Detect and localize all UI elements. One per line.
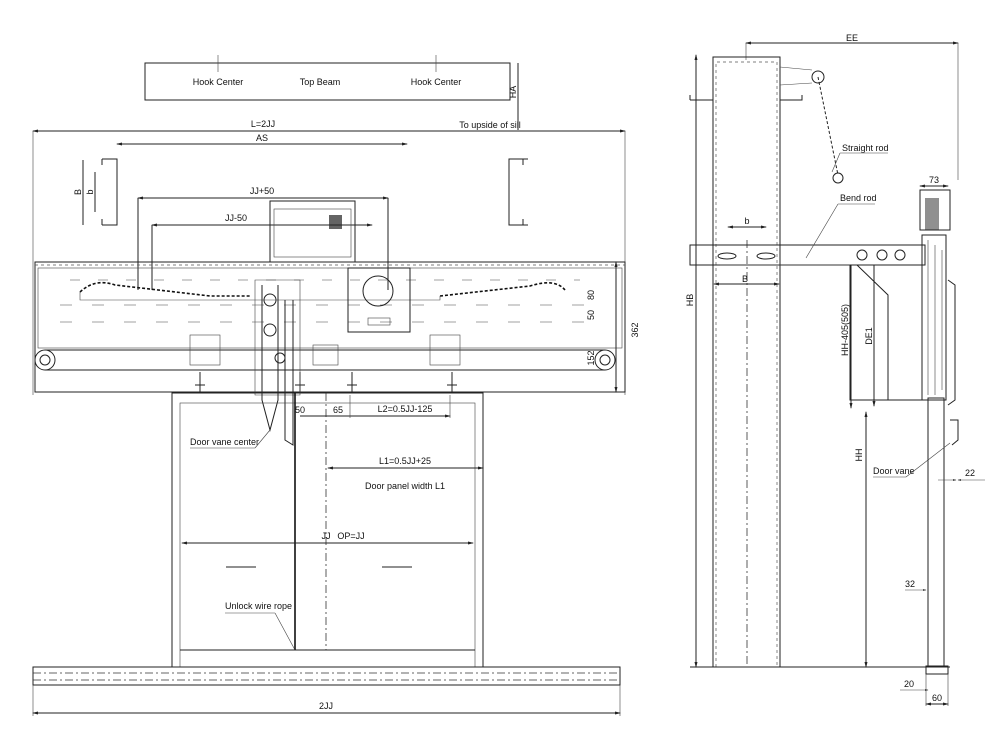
hook-center-right-label: Hook Center [411,77,462,87]
unlock-wire-rope-label: Unlock wire rope [225,601,292,611]
operator-header: 362 80 50 152 [34,261,640,393]
door-panel-width-label: Door panel width L1 [365,481,445,491]
right-pulley [594,349,616,371]
sill-note-label: To upside of sill [459,120,521,130]
left-hanging-bracket: B b [73,158,118,226]
door-vane-label: Door vane [873,466,915,476]
dim-65-label: 65 [333,405,343,415]
dim-50-label: 50 [295,405,305,415]
straight-rod-label: Straight rod [842,143,889,153]
l2-dim-label: L2=0.5JJ-125 [378,404,433,414]
jj-dim-label: JJ [322,531,331,541]
dim-362-label: 362 [630,322,640,337]
dim-20-label: 20 [904,679,914,689]
left-pulley [34,349,56,371]
dim-32-label: 32 [905,579,915,589]
op-dim-label: OP=JJ [337,531,364,541]
bend-rod-label: Bend rod [840,193,877,203]
right-hanging-bracket [508,158,528,226]
side-b-label: b [744,216,749,226]
straight-rod [817,76,839,176]
bracket-B-label: B [73,189,83,195]
de1-dim-label: DE1 [864,327,874,345]
dim-22-label: 22 [965,468,975,478]
top-beam-label: Top Beam [300,77,341,87]
bracket-b-label: b [85,189,95,194]
as-dim-label: AS [256,133,268,143]
ee-dim-label: EE [846,33,858,43]
mounting-bar [689,244,926,266]
l-dim-label: L=2JJ [251,119,275,129]
sill [32,666,621,716]
dim-60-label: 60 [932,693,942,703]
motor [347,267,411,333]
sill-length-label: 2JJ [319,701,333,711]
dim-50-right-label: 50 [586,310,596,320]
hh-405-label: HH-405(505) [840,304,850,356]
door-panel-side [927,397,945,667]
door-panels [171,392,484,668]
hh-dim-label: HH [854,449,864,462]
door-vane-mechanism [254,279,301,446]
hb-dim-label: HB [685,294,695,307]
front-view: Hook Center Top Beam Hook Center HA L=2J… [32,55,640,716]
jj-plus-50-label: JJ+50 [250,186,274,196]
door-vane-center-label: Door vane center [190,437,259,447]
door-vane [950,419,959,446]
dim-73-label: 73 [929,175,939,185]
side-B-label: B [742,274,748,284]
top-beam: Hook Center Top Beam Hook Center HA [144,55,519,130]
car-top-frame [689,56,950,668]
l1-dim-label: L1=0.5JJ+25 [379,456,431,466]
jj-minus-50-label: JJ-50 [225,213,247,223]
controller-box [269,200,356,263]
dim-80-label: 80 [586,290,596,300]
dim-152-label: 152 [586,350,596,365]
ha-dim-label: HA [508,86,518,99]
operator-side-profile [919,189,959,667]
side-view: EE HB Straight rod Bend rod [685,33,985,706]
hook-center-left-label: Hook Center [193,77,244,87]
